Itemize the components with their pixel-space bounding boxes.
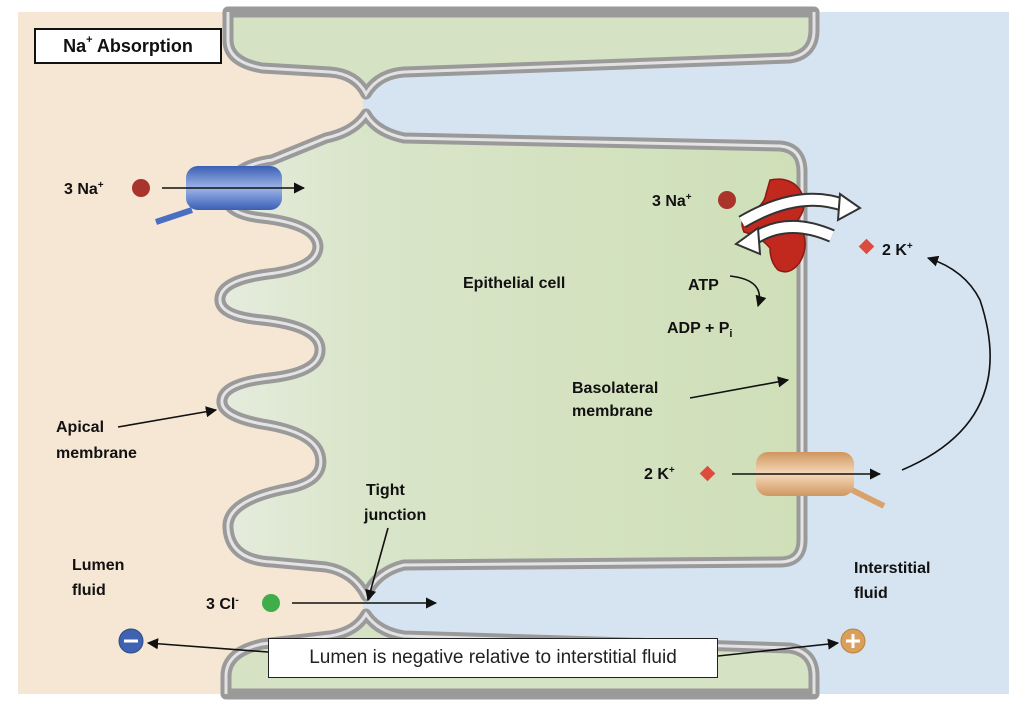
pump-k-ion-icon <box>858 238 875 255</box>
pump-k-label: 2 K+ <box>882 241 913 259</box>
apical-na-ion-icon <box>132 179 150 197</box>
cl-ion-icon <box>262 594 280 612</box>
basolateral-label-line1: Basolateral <box>572 380 658 397</box>
lumen-region <box>18 12 363 694</box>
epithelial-cell-label: Epithelial cell <box>463 275 565 292</box>
pump-na-arrowhead <box>836 192 862 222</box>
caption-to-positive-arrow <box>717 638 840 657</box>
interstitial-label-line2: fluid <box>854 585 888 602</box>
basolateral-pointer <box>689 376 790 399</box>
channel-k-label: 2 K+ <box>644 465 675 483</box>
apical-pointer <box>117 406 218 428</box>
pump-na-label: 3 Na+ <box>652 192 692 210</box>
pump-na-out-arrow <box>739 194 848 227</box>
tight-junction-label-line2: junction <box>363 507 426 524</box>
atp-label: ATP <box>688 277 719 294</box>
adp-label: ADP + Pi <box>667 320 732 340</box>
apical-na-label: 3 Na+ <box>64 180 104 198</box>
cl-label: 3 Cl- <box>206 595 239 613</box>
k-recycling-arrow <box>901 255 991 471</box>
title-rest: Absorption <box>92 35 193 56</box>
minus-circle-icon <box>118 628 144 654</box>
apical-label-line2: membrane <box>56 445 137 462</box>
diagram-title: Na+ Absorption <box>34 28 222 64</box>
pump-na-ion-icon <box>718 191 736 209</box>
pump-k-arrowhead <box>733 226 762 256</box>
title-ion: Na <box>63 35 87 56</box>
basolateral-label-line2: membrane <box>572 403 653 420</box>
apical-label-line1: Apical <box>56 419 104 436</box>
atp-hydrolysis-arrow <box>729 275 767 308</box>
caption-to-negative-arrow <box>146 638 269 653</box>
interstitial-label-line1: Interstitial <box>854 560 930 577</box>
charge-caption: Lumen is negative relative to interstiti… <box>268 638 718 678</box>
tight-junction-pointer <box>365 527 389 602</box>
lumen-label-line2: fluid <box>72 582 106 599</box>
lumen-label-line1: Lumen <box>72 557 124 574</box>
title-charge: + <box>86 34 93 46</box>
plus-circle-icon <box>840 628 866 654</box>
tight-junction-label-line1: Tight <box>366 482 405 499</box>
